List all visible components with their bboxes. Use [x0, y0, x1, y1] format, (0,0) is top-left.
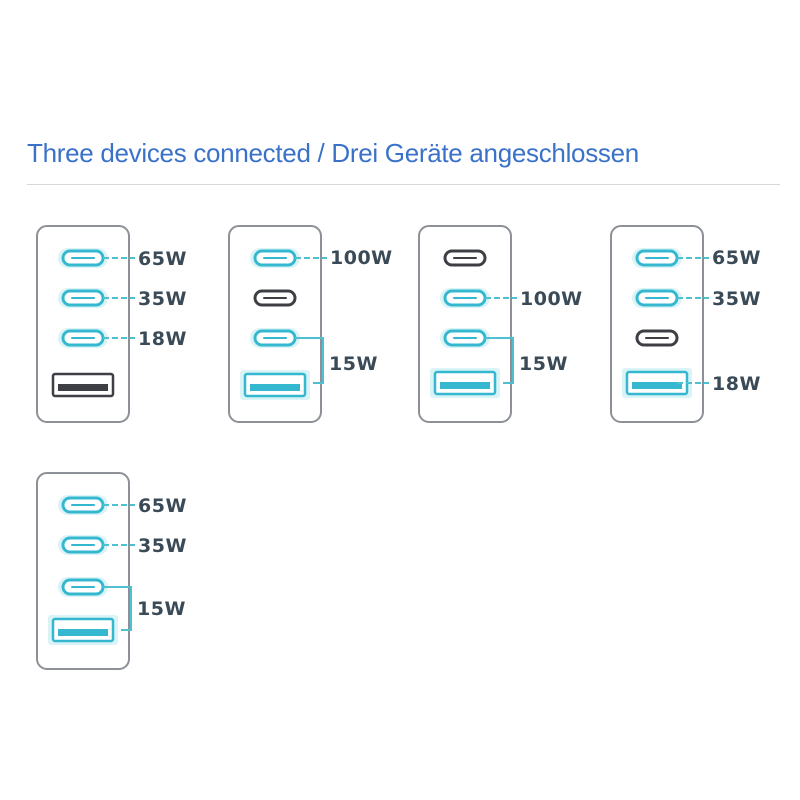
usb-a-port-tongue [250, 384, 300, 391]
usb-a-port-tongue [58, 384, 108, 391]
wattage-label: 15W [137, 598, 186, 620]
usb-a-port-tongue [440, 382, 490, 389]
charger-1: 65W 35W 18W [36, 225, 187, 423]
wattage-label: 18W [712, 373, 761, 395]
usb-a-port-tongue [632, 382, 682, 389]
wattage-label: 65W [138, 248, 187, 270]
wattage-label: 100W [330, 247, 393, 269]
wattage-label: 35W [138, 288, 187, 310]
title-divider [27, 184, 780, 185]
usb-a-port-tongue [58, 629, 108, 636]
wattage-label: 65W [712, 247, 761, 269]
charger-5: 65W 35W 15W [36, 472, 187, 670]
wattage-label: 65W [138, 495, 187, 517]
shared-bracket [103, 586, 132, 631]
charger-4: 65W 35W 18W [610, 225, 761, 423]
charger-3: 100W 15W [418, 225, 583, 423]
chargers-layer: 65W 35W 18W 100W 15W 100W 15W 65W 35W 18W 65W 35W 15… [36, 225, 761, 670]
wattage-label: 15W [329, 353, 378, 375]
wattage-label: 18W [138, 328, 187, 350]
wattage-label: 35W [712, 288, 761, 310]
wattage-label: 100W [520, 288, 583, 310]
wattage-label: 35W [138, 535, 187, 557]
charger-2: 100W 15W [228, 225, 393, 423]
shared-bracket [295, 337, 324, 384]
diagram-title: Three devices connected / Drei Geräte an… [27, 138, 639, 168]
wattage-label: 15W [519, 353, 568, 375]
shared-bracket [485, 337, 514, 384]
